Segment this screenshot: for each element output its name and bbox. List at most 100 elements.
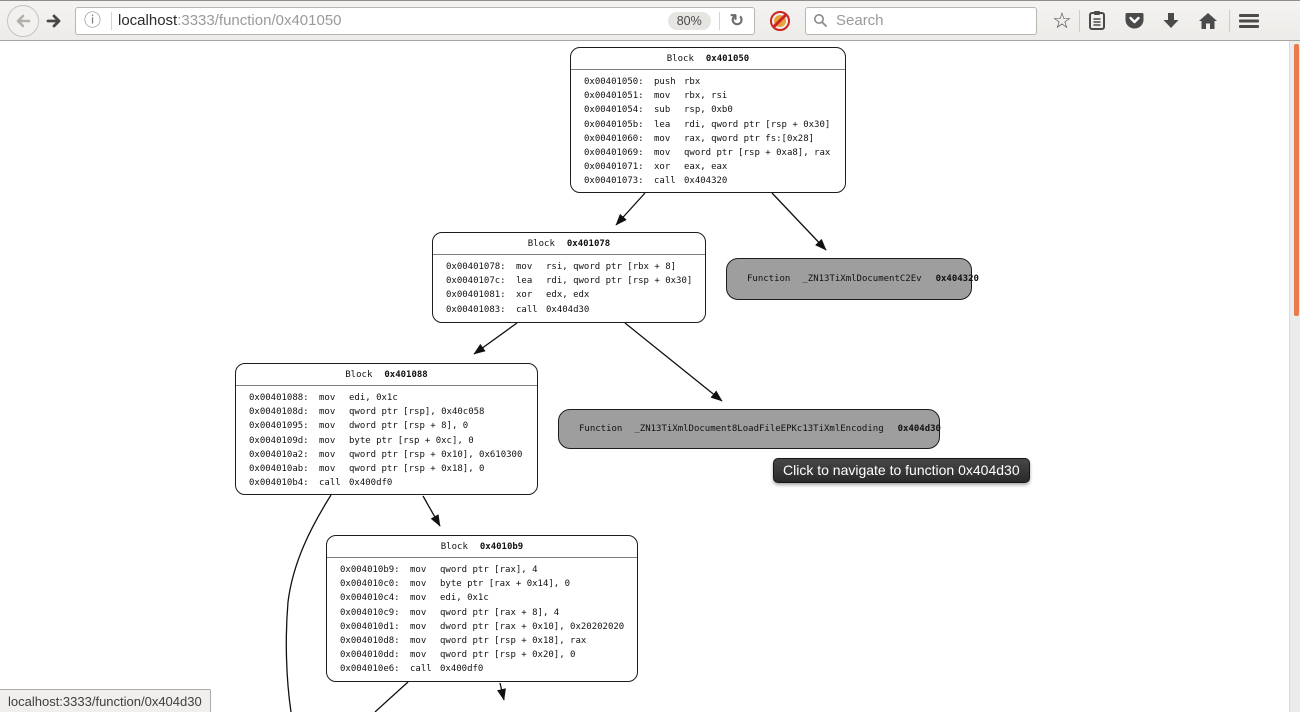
noscript-icon[interactable] bbox=[769, 10, 791, 32]
search-box[interactable] bbox=[805, 6, 1037, 35]
instruction-ops: dword ptr [rax + 0x10], 0x20202020 bbox=[440, 621, 625, 632]
navigate-tooltip: Click to navigate to function 0x404d30 bbox=[773, 458, 1030, 483]
menu-button[interactable] bbox=[1232, 5, 1266, 37]
instruction-addr: 0x004010b9: bbox=[340, 565, 400, 575]
urlbar-separator-2 bbox=[718, 11, 720, 30]
hamburger-icon bbox=[1238, 13, 1260, 29]
home-button[interactable] bbox=[1191, 5, 1225, 37]
instruction-ops: rbx, rsi bbox=[684, 91, 728, 102]
url-bar[interactable]: ⓘ localhost:3333/function/0x401050 80% ↻ bbox=[75, 6, 755, 35]
function-name: _ZN13TiXmlDocumentC2Ev bbox=[802, 274, 922, 284]
search-input[interactable] bbox=[834, 11, 1037, 30]
reload-icon[interactable]: ↻ bbox=[729, 11, 744, 30]
block-title-label: Block bbox=[440, 542, 468, 552]
instruction-mn: mov bbox=[410, 636, 427, 647]
instruction-mn: mov bbox=[410, 593, 427, 604]
instruction-ops: qword ptr [rsp + 0x18], 0 bbox=[349, 464, 485, 475]
function-label: Function bbox=[747, 274, 791, 284]
function-name: _ZN13TiXmlDocument8LoadFileEPKc13TiXmlEn… bbox=[634, 424, 884, 434]
vertical-scrollbar-track[interactable] bbox=[1289, 41, 1300, 712]
instruction-mn: call bbox=[319, 478, 341, 489]
function-node-0x404d30[interactable]: Function _ZN13TiXmlDocument8LoadFileEPKc… bbox=[558, 409, 941, 449]
forward-button[interactable] bbox=[41, 6, 67, 36]
vertical-scrollbar-thumb[interactable] bbox=[1294, 44, 1299, 316]
instruction-addr: 0x0040105b: bbox=[584, 119, 644, 130]
instruction-ops: rdi, qword ptr [rsp + 0x30] bbox=[684, 119, 831, 130]
instruction-ops: eax, eax bbox=[684, 162, 728, 173]
instruction-mn: mov bbox=[319, 407, 336, 418]
instruction-addr: 0x004010dd: bbox=[340, 650, 400, 661]
bookmark-star-button[interactable]: ☆ bbox=[1045, 5, 1079, 37]
instruction-addr: 0x004010d1: bbox=[340, 621, 400, 632]
block-title-addr: 0x4010b9 bbox=[479, 542, 524, 552]
instruction-mn: call bbox=[654, 176, 676, 187]
instruction-ops: rdi, qword ptr [rsp + 0x30] bbox=[546, 276, 693, 287]
instruction-addr: 0x00401050: bbox=[584, 77, 644, 87]
back-button[interactable] bbox=[7, 4, 39, 37]
url-text[interactable]: localhost:3333/function/0x401050 bbox=[118, 12, 668, 29]
instruction-addr: 0x004010a2: bbox=[249, 449, 309, 460]
reading-list-button[interactable] bbox=[1080, 5, 1114, 37]
link-status-bar: localhost:3333/function/0x404d30 bbox=[0, 689, 211, 712]
instruction-mn: mov bbox=[516, 262, 533, 272]
instruction-mn: mov bbox=[654, 133, 671, 144]
pocket-button[interactable] bbox=[1117, 5, 1151, 37]
instruction-addr: 0x004010c9: bbox=[340, 607, 400, 618]
downloads-button[interactable] bbox=[1154, 5, 1188, 37]
url-path: :3333/function/0x401050 bbox=[177, 12, 342, 29]
instruction-row: 0x00401073: call 0x404320 bbox=[571, 174, 845, 188]
instruction-ops: qword ptr [rsp + 0xa8], rax bbox=[684, 148, 831, 159]
instruction-mn: lea bbox=[516, 276, 533, 287]
instruction-ops: 0x400df0 bbox=[349, 478, 393, 489]
block-title-label: Block bbox=[345, 370, 373, 380]
instruction-ops: dword ptr [rsp + 8], 0 bbox=[349, 421, 469, 432]
instruction-addr: 0x00401073: bbox=[584, 176, 644, 187]
home-icon bbox=[1198, 12, 1218, 30]
instruction-ops: 0x404d30 bbox=[546, 304, 590, 315]
instruction-mn: mov bbox=[410, 621, 427, 632]
download-arrow-icon bbox=[1162, 12, 1180, 30]
function-node-0x404320[interactable]: Function _ZN13TiXmlDocumentC2Ev 0x404320 bbox=[726, 258, 979, 300]
forward-arrow-icon bbox=[46, 14, 62, 28]
instruction-ops: 0x404320 bbox=[684, 176, 728, 187]
instruction-ops: qword ptr [rsp + 0x10], 0x610300 bbox=[349, 449, 523, 460]
instruction-mn: push bbox=[654, 77, 676, 87]
clipboard-icon bbox=[1087, 10, 1107, 31]
page-info-icon[interactable]: ⓘ bbox=[84, 11, 101, 30]
zoom-level-badge[interactable]: 80% bbox=[667, 11, 711, 30]
instruction-mn: mov bbox=[410, 650, 427, 661]
urlbar-separator bbox=[111, 11, 112, 30]
star-icon: ☆ bbox=[1052, 7, 1072, 33]
instruction-addr: 0x00401054: bbox=[584, 105, 644, 116]
instruction-mn: mov bbox=[319, 464, 336, 475]
instruction-mn: xor bbox=[516, 290, 533, 301]
instruction-addr: 0x00401081: bbox=[446, 290, 506, 301]
block-title-addr: 0x401078 bbox=[566, 239, 611, 249]
instruction-ops: qword ptr [rax], 4 bbox=[440, 565, 538, 575]
